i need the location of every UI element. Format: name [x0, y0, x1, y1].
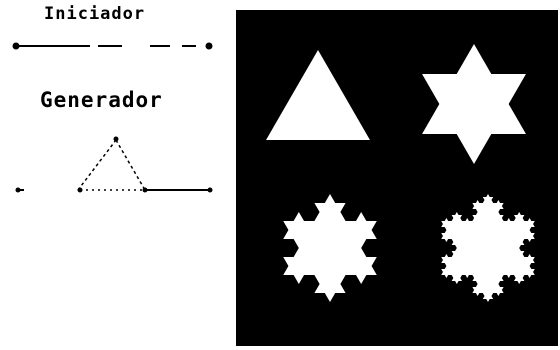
- generator-node: [78, 188, 83, 193]
- koch-stage-star: [422, 44, 526, 164]
- koch-stage-triangle: [266, 50, 370, 140]
- initiator-endpoint-left: [14, 44, 19, 49]
- generator-apex-node: [114, 137, 119, 142]
- initiator-endpoint-right: [207, 44, 212, 49]
- koch-iterations: [236, 10, 558, 346]
- generator-title: Generador: [40, 88, 163, 112]
- koch-construction-diagram: [0, 0, 236, 350]
- initiator-segment: [14, 44, 212, 49]
- generator-node: [143, 188, 148, 193]
- generator-endpoint-left: [16, 188, 21, 193]
- generator-endpoint-right: [208, 188, 213, 193]
- koch-stage-snowflake-3: [441, 194, 535, 302]
- generator-shape: [16, 137, 213, 193]
- koch-snowflake-panel: [236, 10, 558, 346]
- koch-stage-snowflake-2: [283, 194, 377, 302]
